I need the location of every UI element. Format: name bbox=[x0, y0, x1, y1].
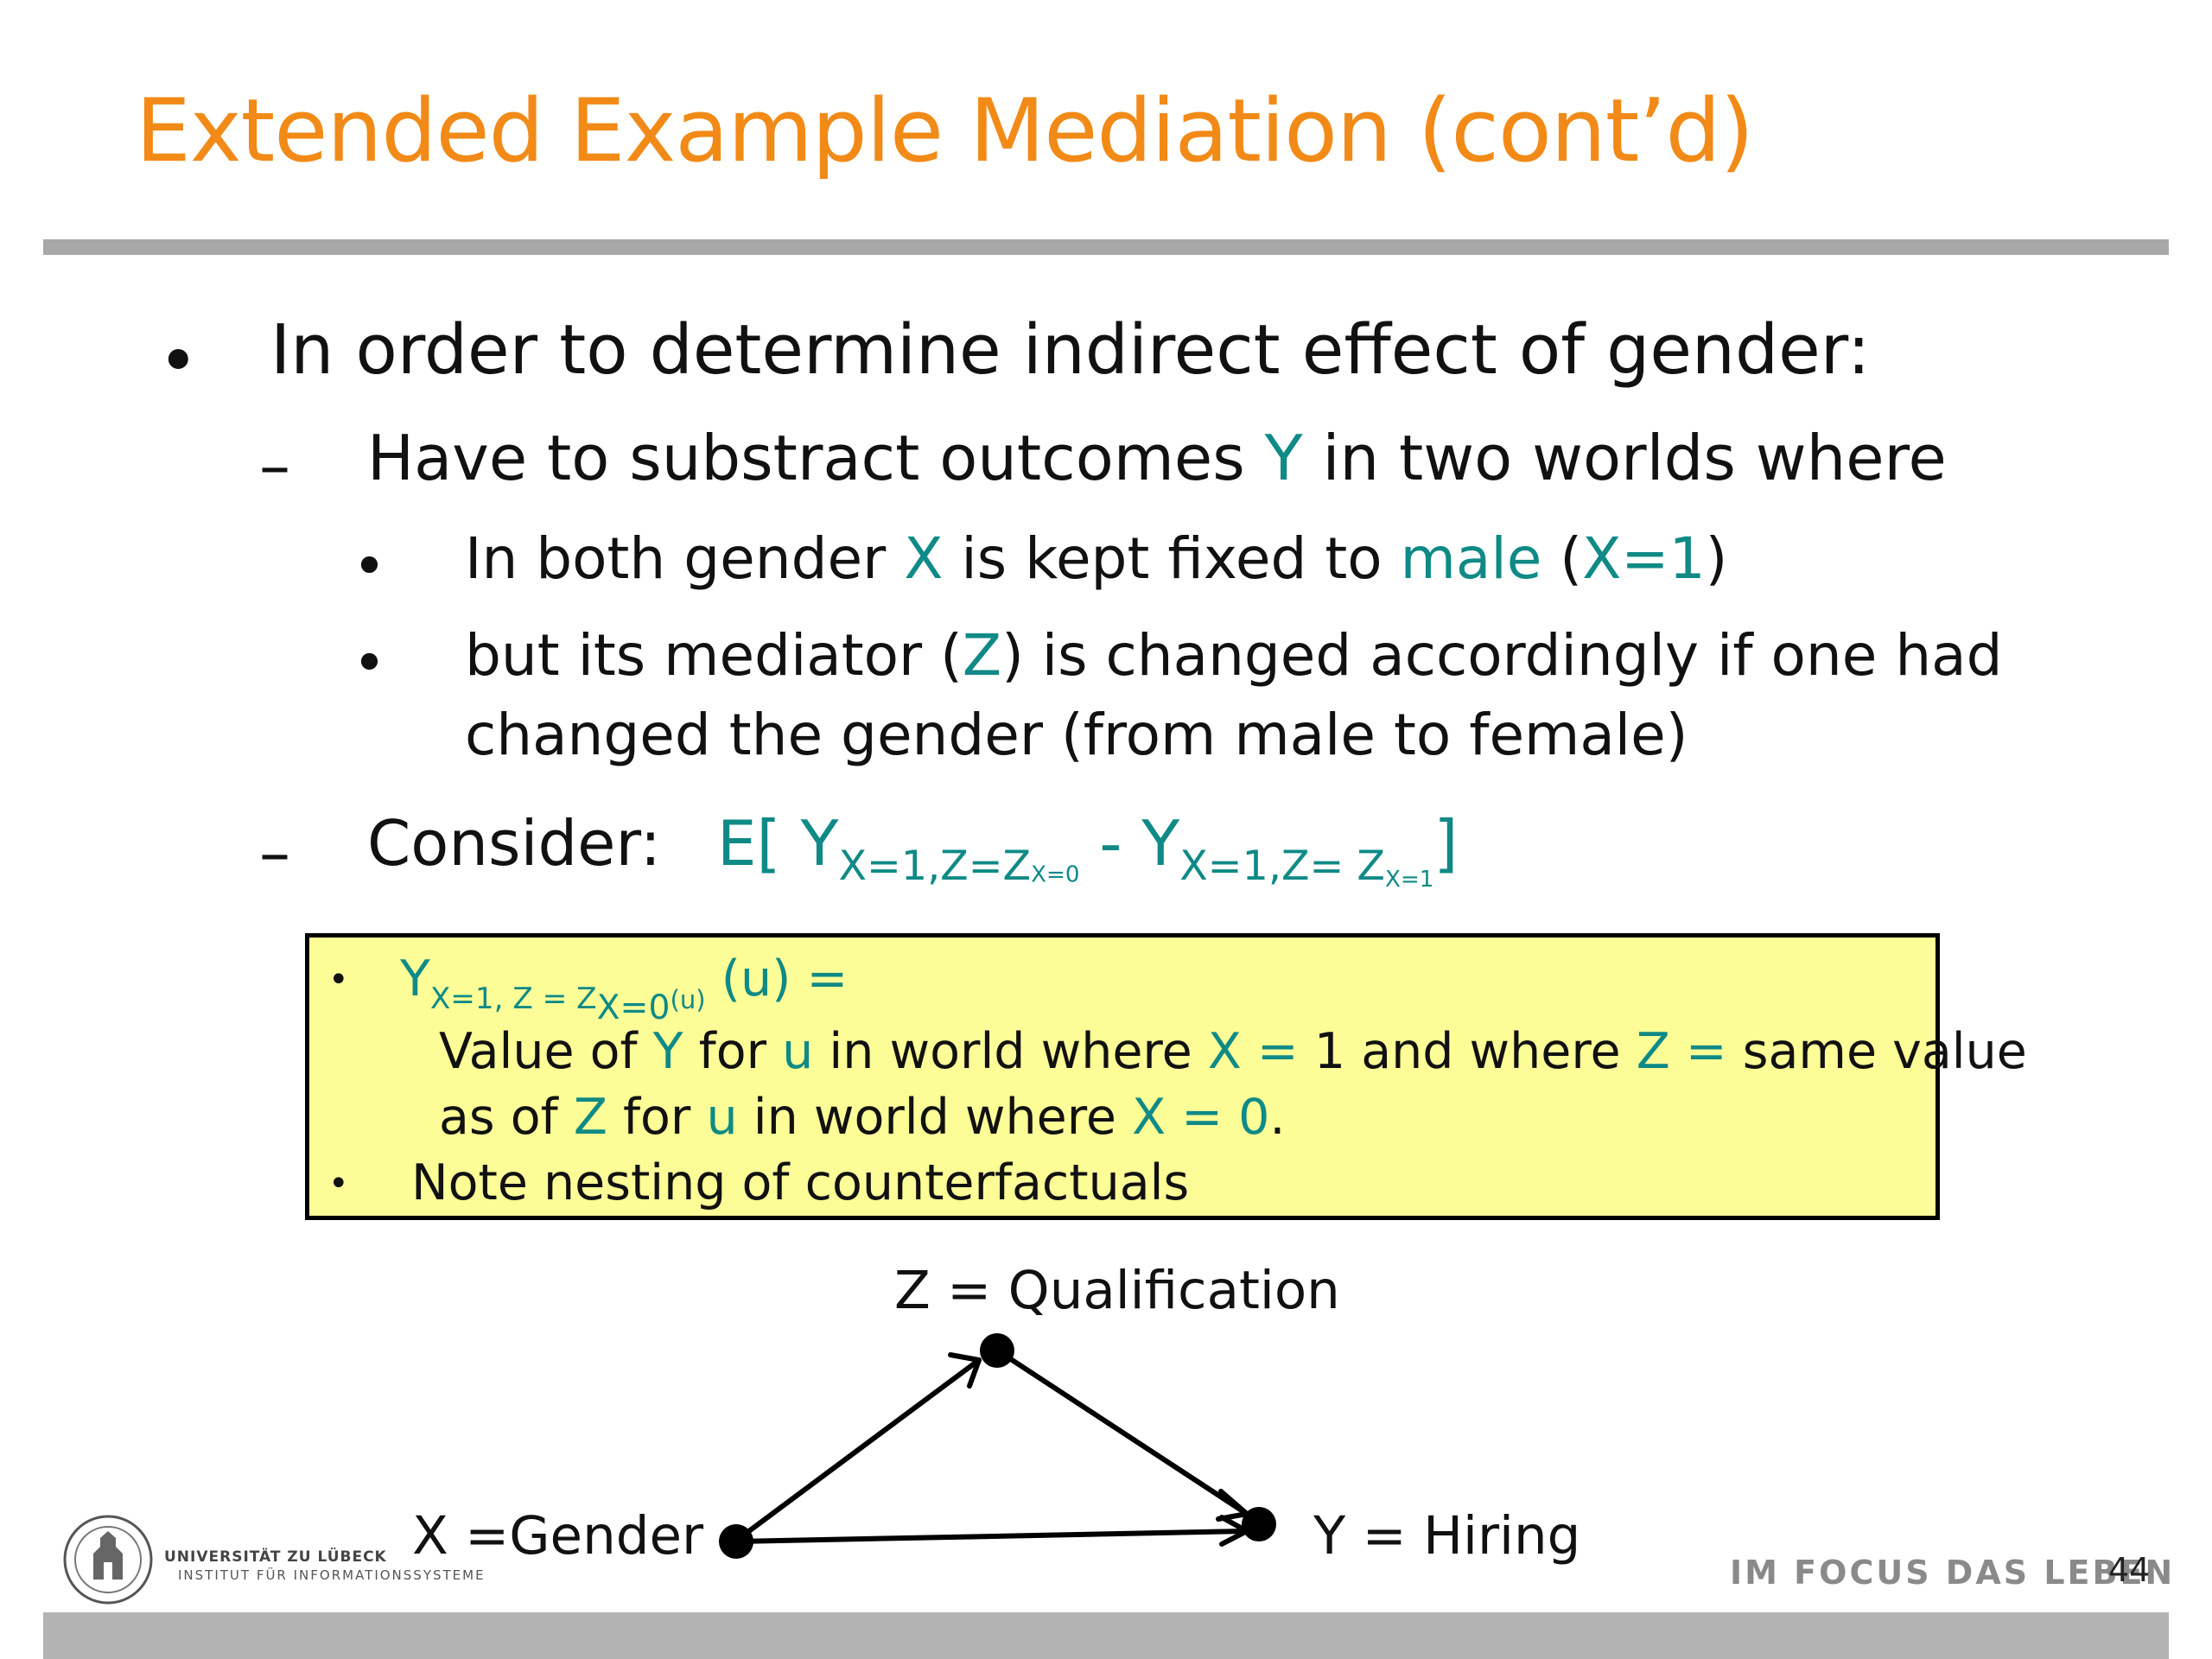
bullet-main: In order to determine indirect effect of… bbox=[270, 310, 1871, 390]
edge-x-to-y bbox=[734, 1529, 1249, 1544]
title-divider bbox=[43, 239, 2169, 255]
footer-slogan: IM FOCUS DAS LEBEN bbox=[1730, 1554, 2176, 1592]
dash-marker: – bbox=[259, 429, 290, 502]
note-counterfactual-term: YX=1, Z = ZX=0(u) (u) = bbox=[400, 950, 849, 1028]
institute-name: INSTITUT FÜR INFORMATIONSSYSTEME bbox=[178, 1567, 486, 1583]
university-logo: UNIVERSITÄT ZU LÜBECK INSTITUT FÜR INFOR… bbox=[60, 1512, 510, 1616]
node-z-label: Z = Qualification bbox=[894, 1260, 1340, 1321]
bullet-subtract-outcomes: Have to substract outcomes Y in two worl… bbox=[367, 422, 1947, 494]
page-number: 44 bbox=[2108, 1551, 2151, 1589]
node-x-label: X =Gender bbox=[412, 1505, 704, 1567]
slide-title: Extended Example Mediation (cont’d) bbox=[136, 79, 1754, 181]
bullet-gender-fixed: In both gender X is kept fixed to male (… bbox=[465, 525, 1728, 592]
edge-x-to-z bbox=[734, 1357, 982, 1543]
node-y-label: Y = Hiring bbox=[1313, 1505, 1581, 1567]
note-definition-line2: as of Z for u in world where X = 0. bbox=[439, 1089, 1286, 1146]
footer-bar bbox=[43, 1612, 2169, 1659]
bullet-marker: • bbox=[353, 630, 386, 696]
edge-z-to-y bbox=[994, 1347, 1249, 1516]
bullet-marker: • bbox=[158, 321, 199, 401]
consider-formula: E[ YX=1,Z=ZX=0 - YX=1,Z= ZX=1] bbox=[717, 807, 1459, 893]
bullet-marker: • bbox=[353, 533, 386, 600]
note-nesting: Note nesting of counterfactuals bbox=[411, 1154, 1190, 1211]
consider-label: Consider: bbox=[367, 807, 662, 880]
bullet-mediator-changed: but its mediator (Z) is changed accordin… bbox=[465, 622, 2003, 689]
note-definition-line1: Value of Y for u in world where X = 1 an… bbox=[439, 1023, 2027, 1080]
note-box: • YX=1, Z = ZX=0(u) (u) = Value of Y for… bbox=[305, 933, 2027, 1220]
node-z bbox=[980, 1333, 1014, 1368]
university-seal-icon bbox=[63, 1515, 153, 1605]
arrowhead-x-to-z bbox=[948, 1352, 982, 1389]
node-x bbox=[719, 1524, 753, 1559]
dash-marker: – bbox=[259, 817, 290, 889]
university-name: UNIVERSITÄT ZU LÜBECK bbox=[164, 1548, 387, 1566]
var-y: Y bbox=[1264, 422, 1303, 494]
note-bullet-marker: • bbox=[328, 1164, 349, 1204]
note-bullet-marker: • bbox=[328, 960, 349, 1000]
node-y bbox=[1242, 1507, 1276, 1541]
bullet-mediator-changed-cont: changed the gender (from male to female) bbox=[465, 702, 1688, 768]
